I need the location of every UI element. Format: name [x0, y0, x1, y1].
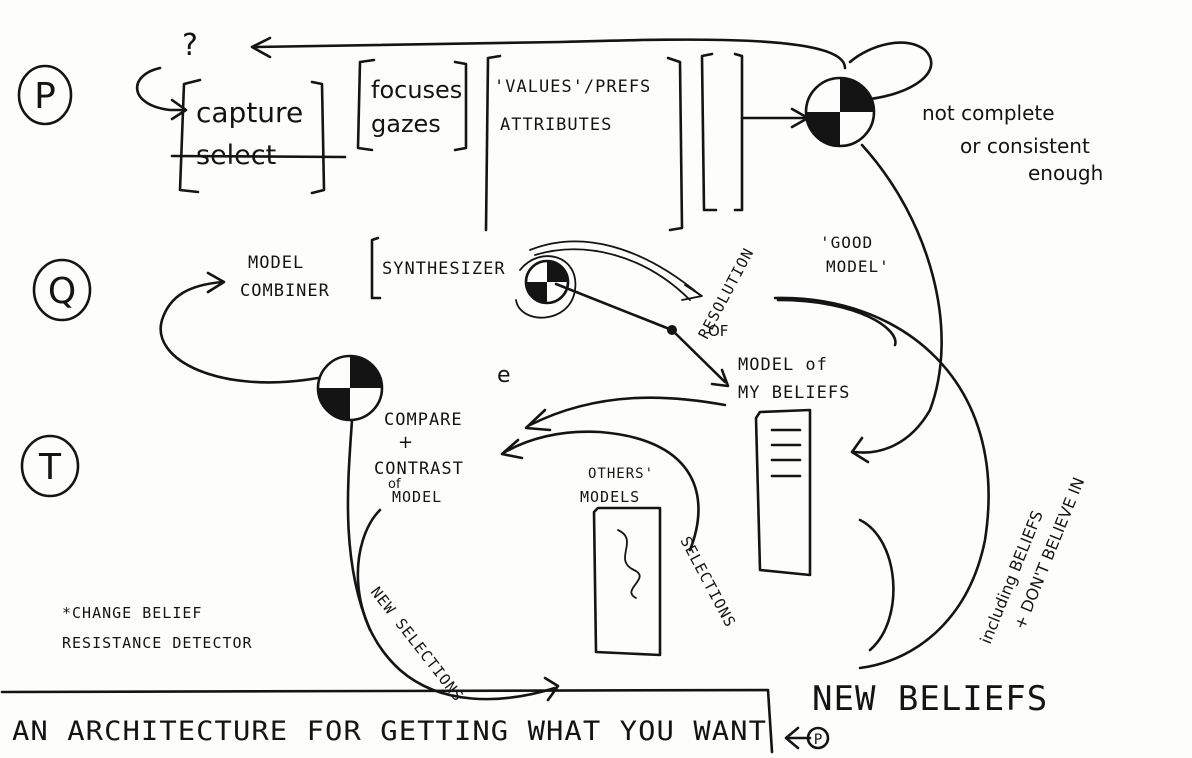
focuses-gazes-box: focuses gazes — [356, 58, 468, 152]
small-e-label: e — [497, 363, 511, 388]
svg-text:COMPARE: COMPARE — [384, 410, 463, 430]
new-selections-label: NEW SELECTIONS — [367, 583, 468, 705]
beliefs-inner-curve — [858, 518, 895, 652]
svg-text:T: T — [38, 447, 62, 488]
footer-p-marker: P — [806, 726, 830, 750]
beliefs-to-compare-arrow — [528, 396, 727, 427]
empty-bracket-box — [700, 52, 744, 212]
not-complete-note: not complete or consistent enough — [922, 101, 1103, 185]
change-belief-note: *CHANGE BELIEF RESISTANCE DETECTOR — [62, 604, 253, 652]
footer-title: AN ARCHITECTURE FOR GETTING WHAT YOU WAN… — [12, 716, 767, 747]
others-models-label: OTHERS' MODELS — [580, 466, 654, 506]
others-models-document — [592, 506, 662, 657]
svg-text:CONTRAST: CONTRAST — [374, 459, 464, 479]
good-model-label: 'GOOD MODEL' — [820, 233, 890, 276]
selections-label: SELECTIONS — [676, 533, 739, 630]
svg-text:MY BELIEFS: MY BELIEFS — [738, 383, 850, 403]
svg-text:MODEL: MODEL — [392, 488, 442, 506]
new-selections-arrow — [356, 508, 557, 701]
capture-loop-arrow — [135, 66, 187, 112]
model-of-my-beliefs-label: MODEL of MY BELIEFS — [738, 355, 850, 403]
gazes-label: gazes — [371, 110, 441, 138]
svg-text:or consistent: or consistent — [960, 134, 1090, 158]
attributes-label: ATTRIBUTES — [500, 115, 612, 135]
svg-text:RESISTANCE DETECTOR: RESISTANCE DETECTOR — [62, 634, 253, 652]
including-beliefs-note: including BELIEFS + DON'T BELIEVE IN — [976, 475, 1088, 647]
compare-contrast-label: COMPARE + CONTRAST of MODEL — [374, 410, 464, 506]
values-prefs-label: 'VALUES'/PREFS — [494, 77, 651, 97]
row-marker-p: P — [17, 64, 73, 126]
svg-text:SELECTIONS: SELECTIONS — [676, 533, 739, 630]
svg-text:'GOOD: 'GOOD — [820, 233, 873, 252]
new-beliefs-label: NEW BELIEFS — [812, 679, 1048, 719]
model-combiner-label: MODEL COMBINER — [240, 253, 330, 301]
svg-text:P: P — [34, 76, 56, 117]
good-model-arrow — [853, 143, 943, 454]
target-t-icon — [316, 354, 384, 422]
beliefs-upper-curve — [776, 298, 897, 347]
target-p-icon — [804, 76, 876, 148]
svg-text:Q: Q — [48, 271, 76, 312]
feedback-arrow-top — [250, 36, 933, 102]
capture-select-box: capture select — [170, 78, 347, 195]
target-q-icon — [515, 240, 703, 319]
select-strikethrough — [170, 154, 347, 159]
svg-text:MODEL': MODEL' — [826, 257, 890, 276]
capture-label: capture — [196, 96, 303, 129]
svg-text:MODEL of: MODEL of — [738, 355, 828, 375]
resolution-of-label: OF — [708, 322, 728, 340]
svg-text:+: + — [398, 432, 413, 453]
svg-text:enough: enough — [1028, 161, 1103, 185]
svg-text:P: P — [814, 732, 822, 748]
my-beliefs-document — [754, 408, 812, 577]
svg-text:*CHANGE BELIEF: *CHANGE BELIEF — [62, 604, 202, 622]
beliefs-outer-curve — [773, 296, 990, 670]
values-attributes-box: 'VALUES'/PREFS ATTRIBUTES — [484, 54, 684, 232]
synthesizer-bracket — [370, 236, 382, 300]
row-marker-t: T — [20, 434, 80, 498]
svg-text:NEW SELECTIONS: NEW SELECTIONS — [367, 583, 468, 705]
synthesizer-label: SYNTHESIZER — [382, 259, 506, 279]
svg-text:of: of — [388, 477, 401, 492]
question-mark: ? — [182, 28, 198, 63]
svg-text:COMBINER: COMBINER — [240, 281, 330, 301]
focuses-label: focuses — [371, 76, 462, 104]
svg-text:not complete: not complete — [922, 101, 1055, 125]
svg-text:MODELS: MODELS — [580, 488, 640, 506]
footer-title-box: AN ARCHITECTURE FOR GETTING WHAT YOU WAN… — [0, 688, 774, 754]
svg-text:OTHERS': OTHERS' — [588, 466, 654, 482]
svg-text:MODEL: MODEL — [248, 253, 304, 273]
others-to-compare-arrow — [503, 430, 700, 552]
row-marker-q: Q — [32, 258, 92, 322]
combiner-loop-arrow — [159, 280, 320, 384]
